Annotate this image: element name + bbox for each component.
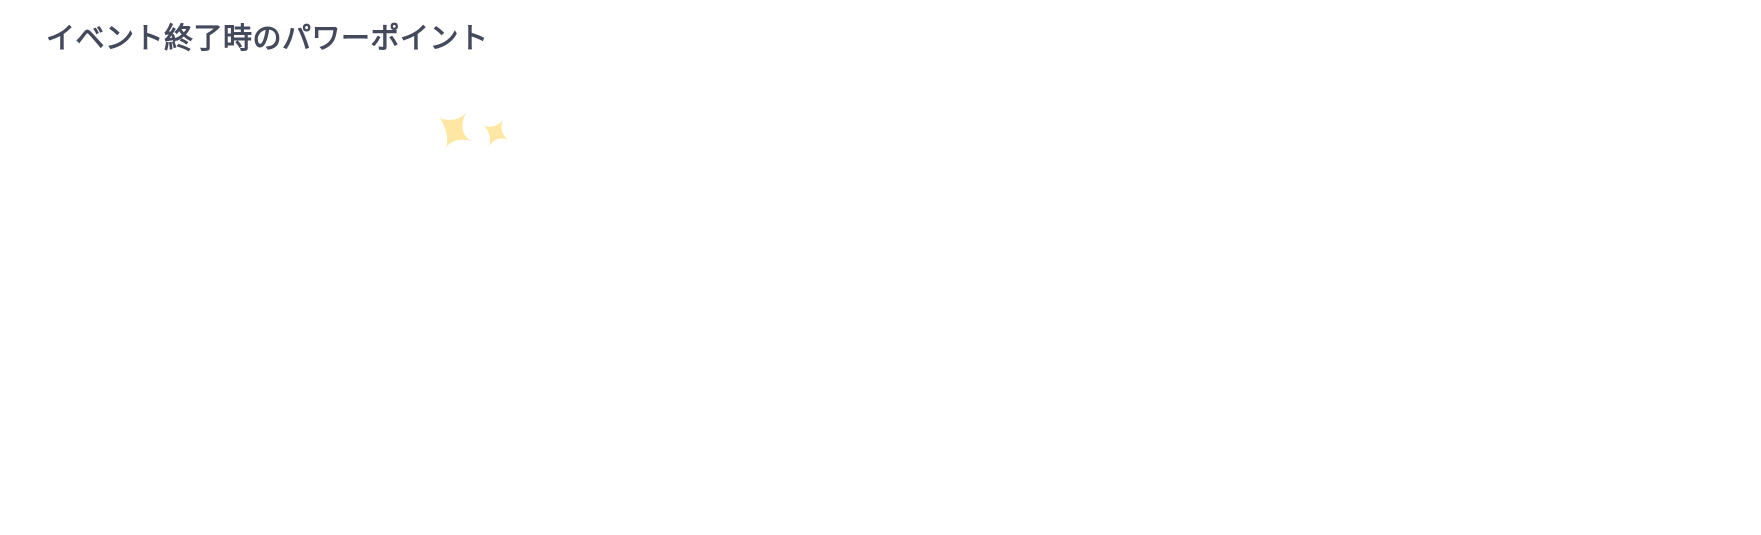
- sparkles-icon: [434, 106, 514, 154]
- sparkle-small-icon: [484, 118, 510, 148]
- page-title: イベント終了時のパワーポイント: [46, 21, 489, 55]
- sparkle-large-icon: [440, 110, 473, 152]
